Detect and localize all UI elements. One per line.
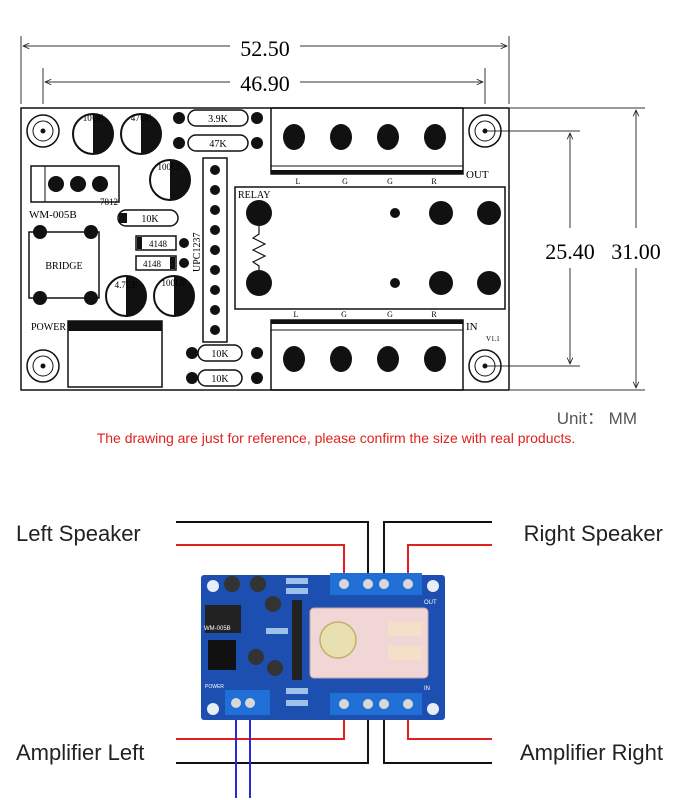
- svg-text:100UF: 100UF: [157, 162, 182, 172]
- capacitor-100uf-top: 100UF: [149, 159, 191, 201]
- wire-amp-right-red: [407, 712, 492, 740]
- in-label: IN: [466, 321, 478, 333]
- reference-notice: The drawing are just for reference, plea…: [97, 430, 576, 446]
- svg-text:4148: 4148: [143, 259, 162, 269]
- dimension-hole-spacing-x: 46.90: [42, 68, 486, 104]
- bridge-rectifier: BRIDGE: [28, 225, 100, 305]
- ic-upc1237: UPC1237: [192, 157, 228, 343]
- wire-amp-right-black: [383, 712, 492, 764]
- power-label: POWER: [31, 322, 66, 333]
- svg-text:10K: 10K: [211, 374, 229, 385]
- hole-spacing-x-label: 46.90: [240, 71, 290, 96]
- svg-text:UPC1237: UPC1237: [192, 233, 203, 272]
- height-label: 31.00: [611, 239, 661, 264]
- svg-text:4148: 4148: [149, 239, 168, 249]
- out-label: OUT: [466, 169, 489, 181]
- wire-right-speaker-red: [407, 544, 492, 578]
- svg-text:RELAY: RELAY: [238, 190, 270, 201]
- pcb-outline-drawing: 10UF 47UF 100UF 4.7UF 100UF 3.9K: [20, 107, 510, 391]
- resistor-3-9k: 3.9K: [173, 109, 263, 127]
- version-label: V1.1: [486, 335, 500, 343]
- svg-text:G: G: [387, 177, 393, 186]
- power-connector: [67, 320, 163, 388]
- svg-text:OUT: OUT: [424, 600, 437, 606]
- left-speaker-label: Left Speaker: [16, 521, 141, 546]
- mounting-hole: [26, 114, 60, 148]
- svg-text:3.9K: 3.9K: [208, 114, 229, 125]
- svg-text:10K: 10K: [141, 214, 159, 225]
- mounting-hole: [26, 349, 60, 383]
- resistor-10k-bottom: 10K: [186, 344, 263, 362]
- unit-label: Unit： MM: [557, 409, 637, 428]
- mounting-hole: [468, 114, 502, 148]
- svg-text:BRIDGE: BRIDGE: [45, 261, 82, 272]
- pcb-board-photo: WM-005B OUT IN POWER: [201, 573, 445, 720]
- svg-text:R: R: [431, 310, 437, 319]
- capacitor-10uf: 10UF: [72, 113, 114, 155]
- regulator-7812: 7812: [30, 165, 120, 207]
- resistor-47k: 47K: [173, 134, 263, 152]
- dimension-overall-height: 31.00: [510, 107, 661, 391]
- diode-4148: 4148: [135, 255, 189, 271]
- svg-text:G: G: [342, 177, 348, 186]
- svg-text:L: L: [294, 310, 299, 319]
- svg-text:10UF: 10UF: [83, 113, 104, 123]
- svg-text:G: G: [341, 310, 347, 319]
- resistor-10k-bottom: 10K: [186, 369, 263, 387]
- relay: RELAY: [234, 186, 506, 310]
- resistor-10k-middle: 10K: [117, 209, 179, 227]
- capacitor-47uf: 47UF: [120, 113, 162, 155]
- wire-amp-left-black: [176, 712, 369, 764]
- mounting-hole: [468, 349, 502, 383]
- capacitor-4-7uf: 4.7UF: [105, 275, 147, 317]
- amplifier-right-label: Amplifier Right: [520, 740, 663, 765]
- diode-4148: 4148: [135, 235, 189, 251]
- board-model-label: WM-005B: [29, 209, 77, 221]
- svg-text:R: R: [431, 177, 437, 186]
- svg-text:4.7UF: 4.7UF: [115, 280, 138, 290]
- svg-text:47K: 47K: [209, 139, 227, 150]
- svg-text:G: G: [387, 310, 393, 319]
- svg-text:POWER: POWER: [205, 684, 224, 690]
- wiring-diagram: WM-005B OUT IN POWER Left Speaker Right …: [16, 521, 663, 798]
- width-label: 52.50: [240, 36, 290, 61]
- svg-text:L: L: [296, 177, 301, 186]
- dimension-hole-spacing-y: 25.40: [485, 130, 595, 367]
- wire-left-speaker-black: [176, 521, 369, 578]
- right-speaker-label: Right Speaker: [524, 521, 663, 546]
- svg-text:10K: 10K: [211, 349, 229, 360]
- wire-left-speaker-red: [176, 544, 345, 578]
- wire-amp-left-red: [176, 712, 345, 740]
- out-terminal-block: L G G R: [270, 107, 464, 186]
- svg-text:WM-005B: WM-005B: [204, 626, 231, 632]
- capacitor-100uf-bottom: 100UF: [153, 275, 195, 317]
- svg-text:47UF: 47UF: [131, 113, 152, 123]
- svg-text:IN: IN: [424, 686, 430, 692]
- dimension-overall-width: 52.50: [20, 36, 510, 104]
- hole-spacing-y-label: 25.40: [545, 239, 595, 264]
- svg-text:100UF: 100UF: [161, 278, 186, 288]
- in-terminal-block: L G G R: [270, 310, 464, 391]
- svg-text:7812: 7812: [100, 197, 118, 207]
- wire-right-speaker-black: [383, 521, 492, 578]
- amplifier-left-label: Amplifier Left: [16, 740, 144, 765]
